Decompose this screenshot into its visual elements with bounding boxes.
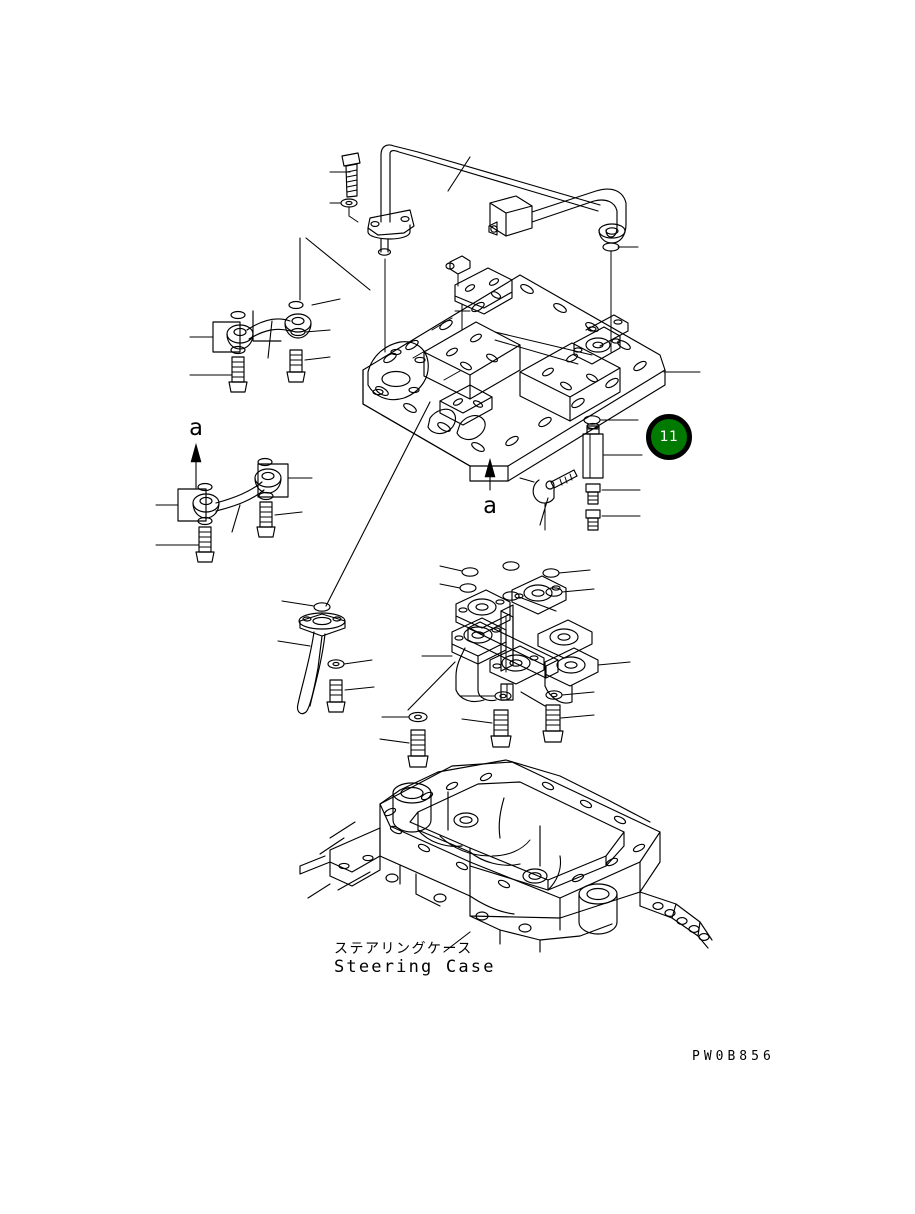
section-letter-a-left: a (189, 415, 203, 441)
cross-link-assembly (379, 561, 631, 768)
hydraulic-tube-assembly (329, 144, 639, 353)
upper-left-link-rod (189, 237, 371, 393)
caption-english: Steering Case (334, 957, 496, 978)
pedal-shaft-lever (277, 600, 375, 715)
steering-case-caption: ステアリングケース Steering Case (334, 941, 496, 978)
valve-manifold-plate (325, 255, 701, 607)
callout-badge-11[interactable]: 11 (646, 414, 692, 460)
steering-case-housing (299, 759, 713, 953)
drawing-code: PW0B856 (692, 1049, 775, 1064)
lower-left-link-rod (155, 442, 313, 563)
caption-japanese: ステアリングケース (334, 941, 473, 957)
section-arrow-center (484, 457, 496, 491)
section-letter-a-center: a (483, 493, 497, 519)
callout-badge-label: 11 (659, 429, 679, 445)
spool-cylinder-group (519, 415, 643, 531)
